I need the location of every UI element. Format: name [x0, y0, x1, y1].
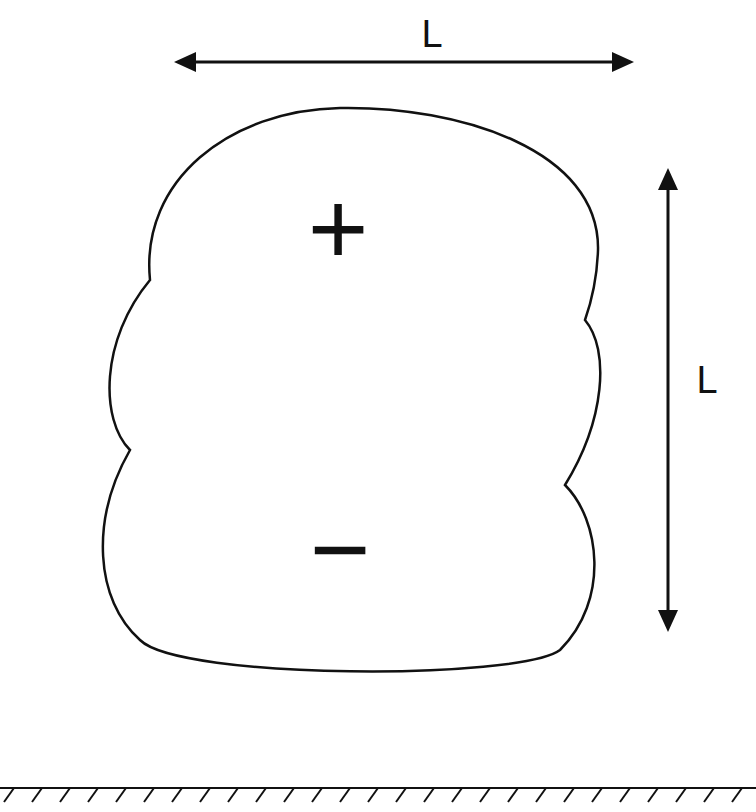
arrowhead	[612, 52, 634, 72]
arrowhead	[658, 168, 678, 190]
charge-sign: −	[310, 497, 371, 601]
width-dimension-line	[190, 61, 618, 64]
dimension-label: L	[421, 15, 442, 53]
ground-line	[0, 788, 756, 802]
height-dimension-line	[667, 186, 670, 614]
charge-sign: +	[308, 176, 369, 280]
arrowhead	[174, 52, 196, 72]
cloud-shape: +−	[95, 108, 600, 674]
dimension-label: L	[696, 361, 717, 399]
arrowhead	[658, 610, 678, 632]
